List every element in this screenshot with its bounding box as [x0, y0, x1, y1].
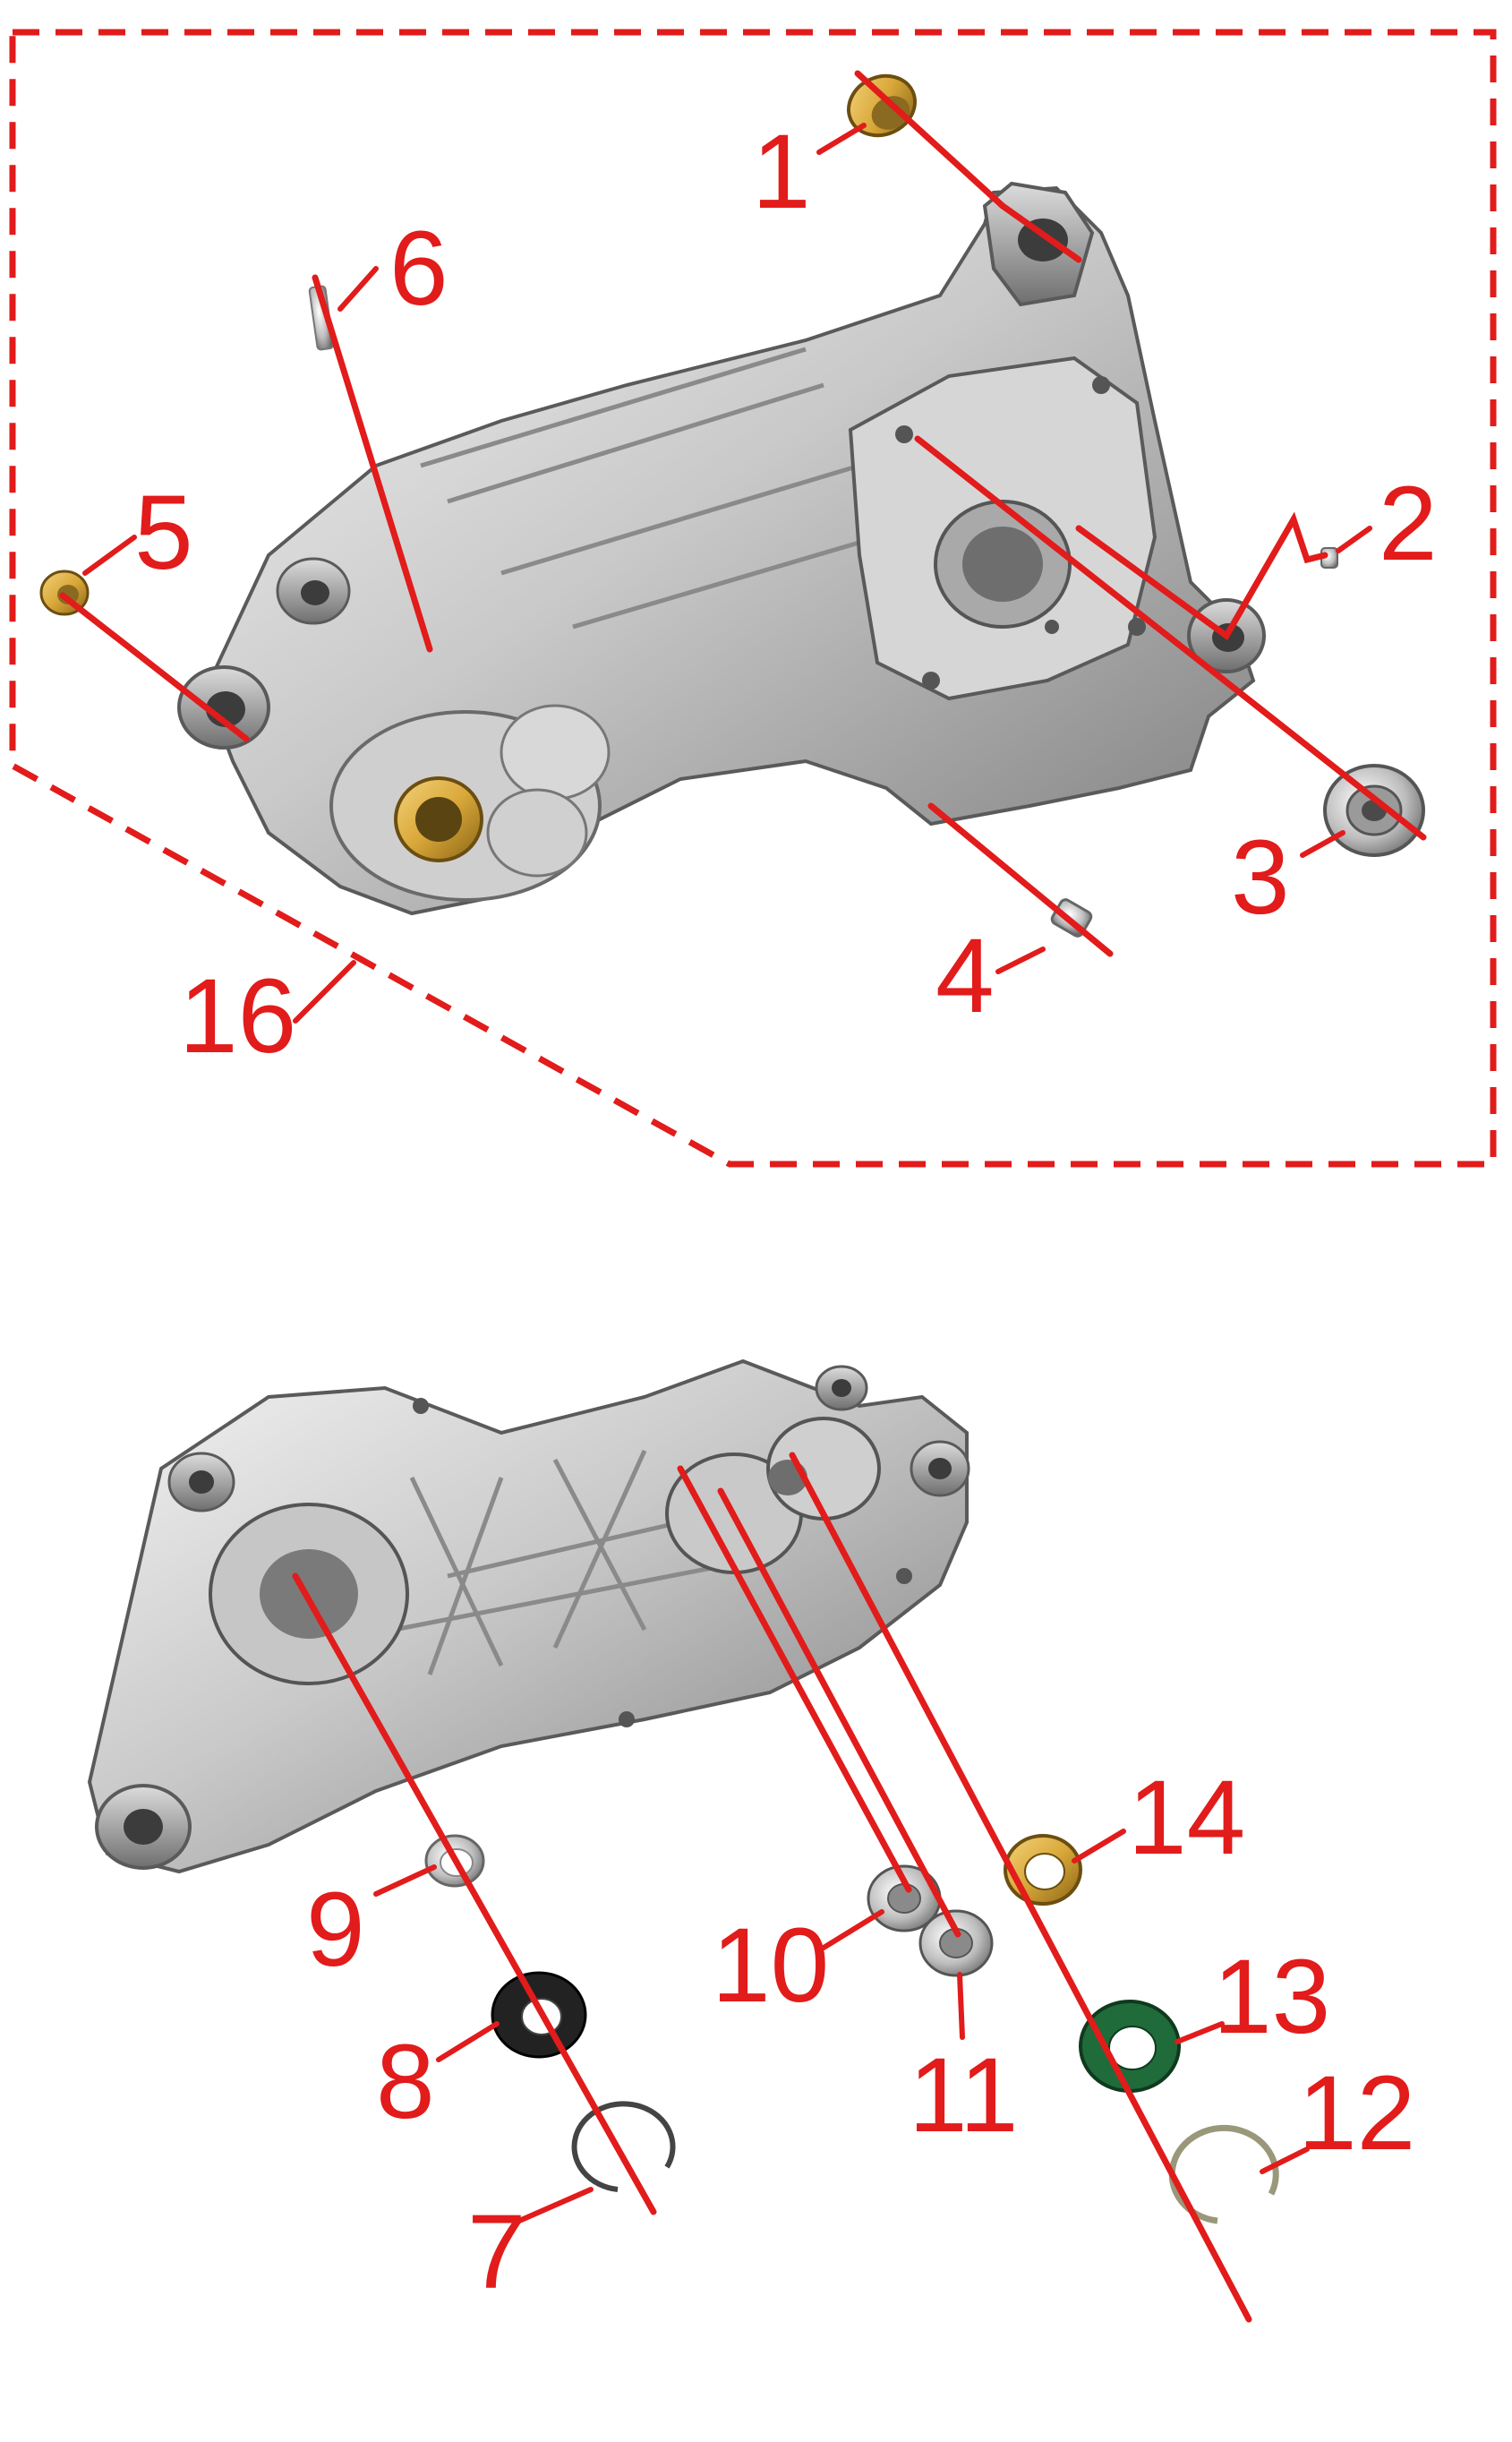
callout-leader-14: [1072, 1829, 1126, 1864]
leader-6: [312, 274, 433, 653]
callout-14: 14: [1128, 1759, 1245, 1877]
callout-leader-2: [1336, 526, 1372, 553]
callout-leader-1: [816, 123, 867, 155]
callout-13: 13: [1213, 1938, 1330, 2056]
callout-leader-7: [517, 2187, 594, 2224]
part-11-ball-bearing: [918, 1909, 994, 1977]
callout-11: 11: [909, 2036, 1019, 2155]
callout-leader-8: [436, 2021, 500, 2062]
part-8-oil-seal: [491, 1971, 587, 2059]
callout-12: 12: [1298, 2054, 1415, 2172]
callout-1: 1: [752, 113, 811, 231]
leader-10: [677, 1465, 912, 1893]
leader-1b: [999, 202, 1082, 263]
right-crankcase-half: [87, 1358, 970, 1874]
leader-11: [717, 1487, 961, 1938]
callout-8: 8: [376, 2023, 435, 2141]
callout-6: 6: [389, 210, 448, 328]
leader-4: [927, 802, 1114, 957]
part-10-ball-bearing: [867, 1864, 942, 1932]
part-13-oil-seal: [1079, 2000, 1181, 2093]
leader-9-8-7: [292, 1572, 657, 2215]
callout-leader-16: [293, 960, 356, 1024]
part-1-bushing: [847, 73, 917, 138]
callout-leader-10: [821, 1909, 884, 1950]
callout-leader-6: [337, 266, 379, 312]
callout-3: 3: [1231, 818, 1290, 937]
callout-9: 9: [306, 1871, 365, 1989]
part-3-ball-bearing: [1323, 764, 1425, 857]
leader-14-13-12: [789, 1452, 1252, 2323]
callout-leader-12: [1260, 2146, 1310, 2174]
part-7-circlip: [571, 2101, 676, 2192]
leader-3: [914, 435, 1427, 841]
callout-leader-4: [995, 947, 1046, 974]
crankcase-assembly-boundary: [9, 29, 1497, 1168]
part-12-circlip: [1168, 2124, 1279, 2224]
leader-1: [854, 70, 1006, 210]
leader-2: [1075, 511, 1328, 641]
leader-5: [59, 592, 250, 742]
callout-leader-13: [1175, 2021, 1225, 2044]
callout-leader-5: [82, 535, 137, 576]
callout-16: 16: [179, 957, 296, 1075]
callout-2: 2: [1379, 465, 1438, 583]
callout-leader-11: [957, 1972, 965, 2040]
callout-7: 7: [467, 2193, 526, 2311]
callout-leader-9: [373, 1864, 437, 1897]
callout-5: 5: [134, 474, 193, 592]
callout-leader-3: [1300, 830, 1345, 858]
callout-10: 10: [712, 1906, 829, 2025]
part-14-bushing: [1004, 1834, 1082, 1906]
callout-4: 4: [935, 917, 995, 1035]
